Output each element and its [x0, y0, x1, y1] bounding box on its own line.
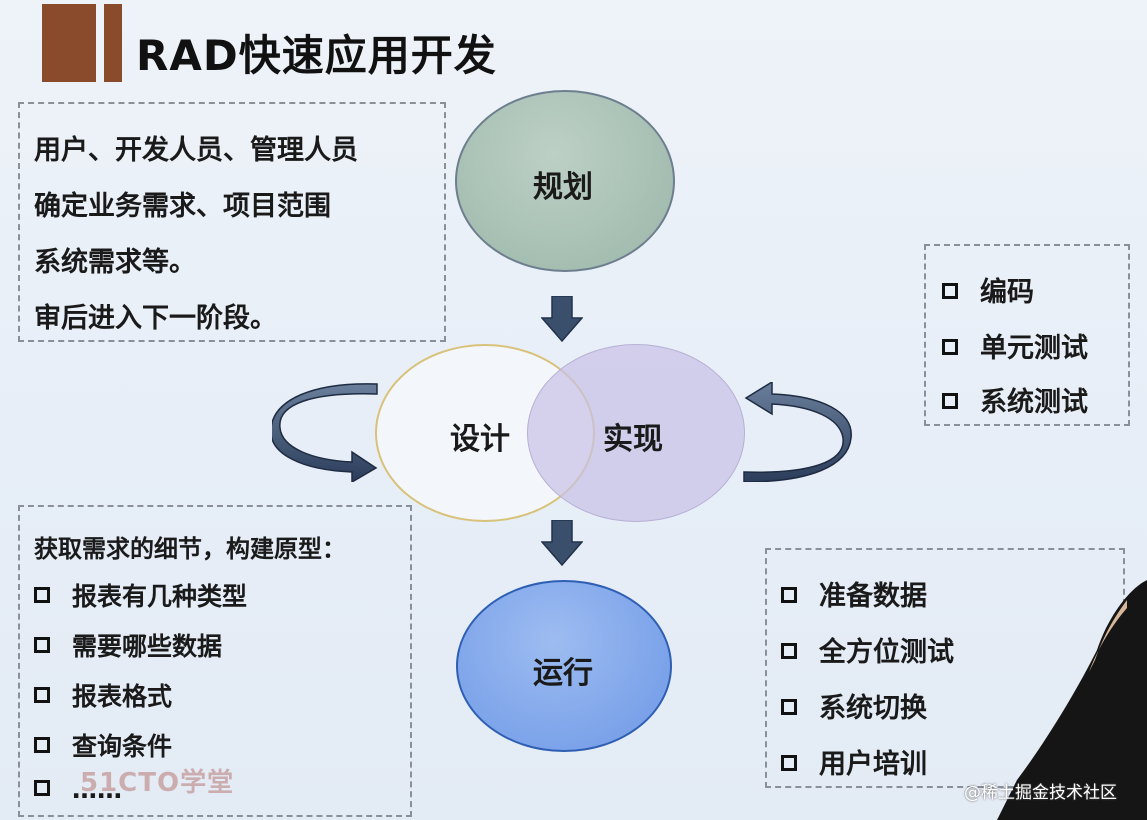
- planning-line-4: 审后进入下一阶段。: [34, 303, 277, 334]
- checkbox-icon: [34, 637, 50, 653]
- community-watermark: @稀土掘金技术社区: [964, 783, 1117, 803]
- run-item: 用户培训: [781, 742, 927, 781]
- planning-line-2: 确定业务需求、项目范围: [34, 191, 331, 222]
- arrow-down-icon: [541, 296, 583, 342]
- design-details-box: 获取需求的细节，构建原型： 报表有几种类型 需要哪些数据 报表格式 查询条件 ……: [18, 505, 412, 817]
- design-heading: 获取需求的细节，构建原型：: [34, 535, 346, 563]
- title-decoration-bar-narrow: [104, 4, 122, 82]
- design-item: 报表格式: [34, 677, 172, 713]
- checkbox-icon: [781, 642, 797, 659]
- run-item: 系统切换: [781, 686, 927, 725]
- checkbox-icon: [781, 754, 797, 771]
- design-label: 设计: [450, 422, 510, 457]
- logo-watermark: 51CTO学堂: [80, 768, 235, 798]
- planning-line-1: 用户、开发人员、管理人员: [34, 135, 358, 166]
- checkbox-icon: [942, 338, 958, 355]
- page-title: RAD快速应用开发: [136, 31, 497, 80]
- run-item: 全方位测试: [781, 630, 954, 669]
- design-item: 报表有几种类型: [34, 577, 247, 613]
- design-item: ……: [34, 775, 122, 804]
- implement-label: 实现: [603, 422, 663, 457]
- implement-item: 单元测试: [942, 326, 1088, 365]
- arrow-down-icon: [541, 520, 583, 566]
- checkbox-icon: [781, 698, 797, 715]
- checkbox-icon: [781, 586, 797, 603]
- planning-node: [455, 90, 675, 272]
- design-item: 需要哪些数据: [34, 627, 222, 663]
- checkbox-icon: [34, 687, 50, 703]
- run-label: 运行: [533, 656, 593, 691]
- checkbox-icon: [34, 587, 50, 603]
- design-item: 查询条件: [34, 727, 172, 763]
- checkbox-icon: [942, 392, 958, 409]
- run-node: [456, 580, 672, 752]
- implement-tasks-box: 编码 单元测试 系统测试: [924, 244, 1130, 426]
- presenter-image: [997, 580, 1147, 820]
- implement-item: 系统测试: [942, 380, 1088, 419]
- planning-description-box: 用户、开发人员、管理人员 确定业务需求、项目范围 系统需求等。 审后进入下一阶段…: [18, 102, 446, 342]
- cycle-arrow-left-icon: [272, 383, 378, 482]
- checkbox-icon: [34, 737, 50, 753]
- planning-line-3: 系统需求等。: [34, 247, 196, 278]
- cycle-arrow-right-icon: [743, 382, 852, 482]
- implement-item: 编码: [942, 270, 1034, 309]
- checkbox-icon: [942, 282, 958, 299]
- planning-label: 规划: [533, 170, 593, 205]
- checkbox-icon: [34, 780, 50, 796]
- run-item: 准备数据: [781, 574, 927, 613]
- implement-node: [527, 344, 745, 522]
- title-decoration-bar-wide: [42, 4, 96, 82]
